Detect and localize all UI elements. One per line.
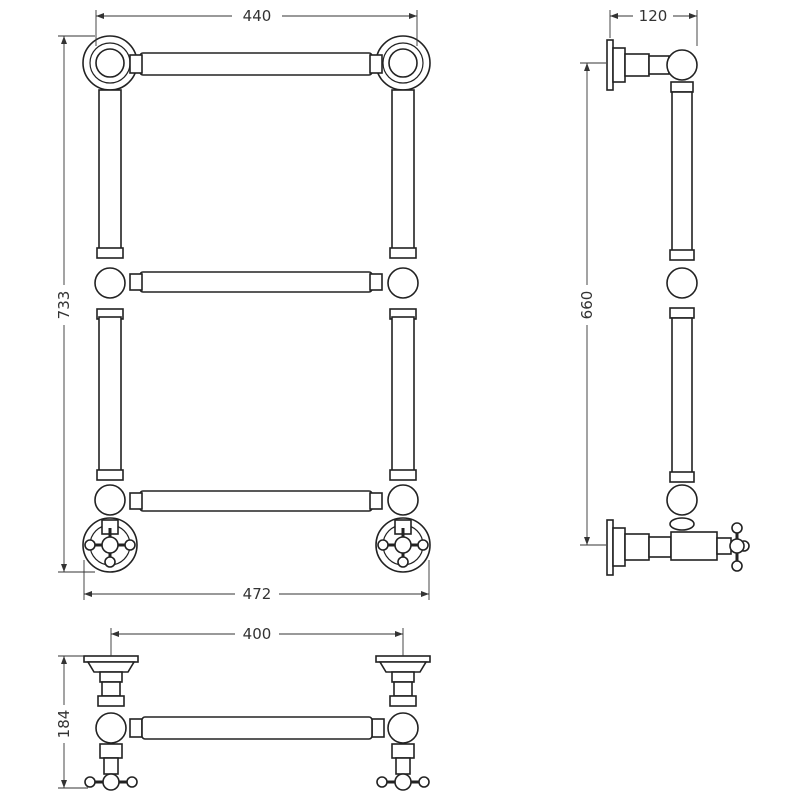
side-valve-body bbox=[670, 531, 718, 561]
top-right-ball bbox=[387, 712, 419, 744]
front-middle-rail bbox=[139, 271, 373, 293]
dimension-top-width: 400 bbox=[110, 625, 404, 656]
dimension-label: 400 bbox=[243, 625, 272, 643]
dimension-side-height: 660 bbox=[578, 62, 606, 546]
side-top-ball bbox=[666, 49, 698, 81]
dimension-label: 733 bbox=[55, 291, 73, 320]
front-right-ball-top bbox=[388, 48, 418, 78]
dimension-label: 472 bbox=[243, 585, 272, 603]
dimension-front-width: 440 bbox=[95, 7, 418, 46]
side-bottom-wall-flange bbox=[606, 519, 614, 576]
dimension-side-depth: 120 bbox=[609, 7, 698, 46]
front-top-rail bbox=[139, 52, 373, 76]
top-left-ball bbox=[95, 712, 127, 744]
top-right-valve-handle bbox=[376, 773, 430, 791]
front-left-valve-handle bbox=[84, 519, 136, 568]
side-view: 120 660 bbox=[578, 7, 750, 576]
dimension-label: 440 bbox=[243, 7, 272, 25]
top-rail bbox=[141, 716, 373, 740]
top-left-wall-plate bbox=[83, 655, 139, 673]
side-upper-column bbox=[671, 91, 693, 253]
front-view: 440 472 733 bbox=[55, 7, 431, 603]
dimension-front-height: 733 bbox=[55, 35, 95, 573]
front-right-ball-middle bbox=[387, 267, 419, 299]
front-left-ball-bottom bbox=[94, 484, 126, 516]
side-middle-ball bbox=[666, 267, 698, 299]
dimension-label: 184 bbox=[55, 710, 73, 739]
front-right-valve-handle bbox=[377, 519, 429, 568]
front-right-ball-bottom bbox=[387, 484, 419, 516]
dimension-label: 120 bbox=[639, 7, 668, 25]
dimension-top-depth: 184 bbox=[55, 655, 88, 789]
dimension-label: 660 bbox=[578, 291, 596, 320]
side-top-wall-flange bbox=[606, 39, 614, 91]
front-left-ball-middle bbox=[94, 267, 126, 299]
side-lower-column bbox=[671, 317, 693, 474]
front-left-ball-top bbox=[95, 48, 125, 78]
side-valve-handle bbox=[729, 522, 750, 572]
top-view: 400 184 bbox=[55, 625, 431, 791]
front-right-column bbox=[389, 89, 417, 481]
front-bottom-rail bbox=[139, 490, 373, 512]
side-bottom-ball bbox=[666, 484, 698, 516]
dimension-front-overall-width: 472 bbox=[83, 560, 430, 603]
top-right-wall-plate bbox=[375, 655, 431, 673]
top-left-valve-handle bbox=[84, 773, 138, 791]
front-left-column bbox=[96, 89, 124, 481]
